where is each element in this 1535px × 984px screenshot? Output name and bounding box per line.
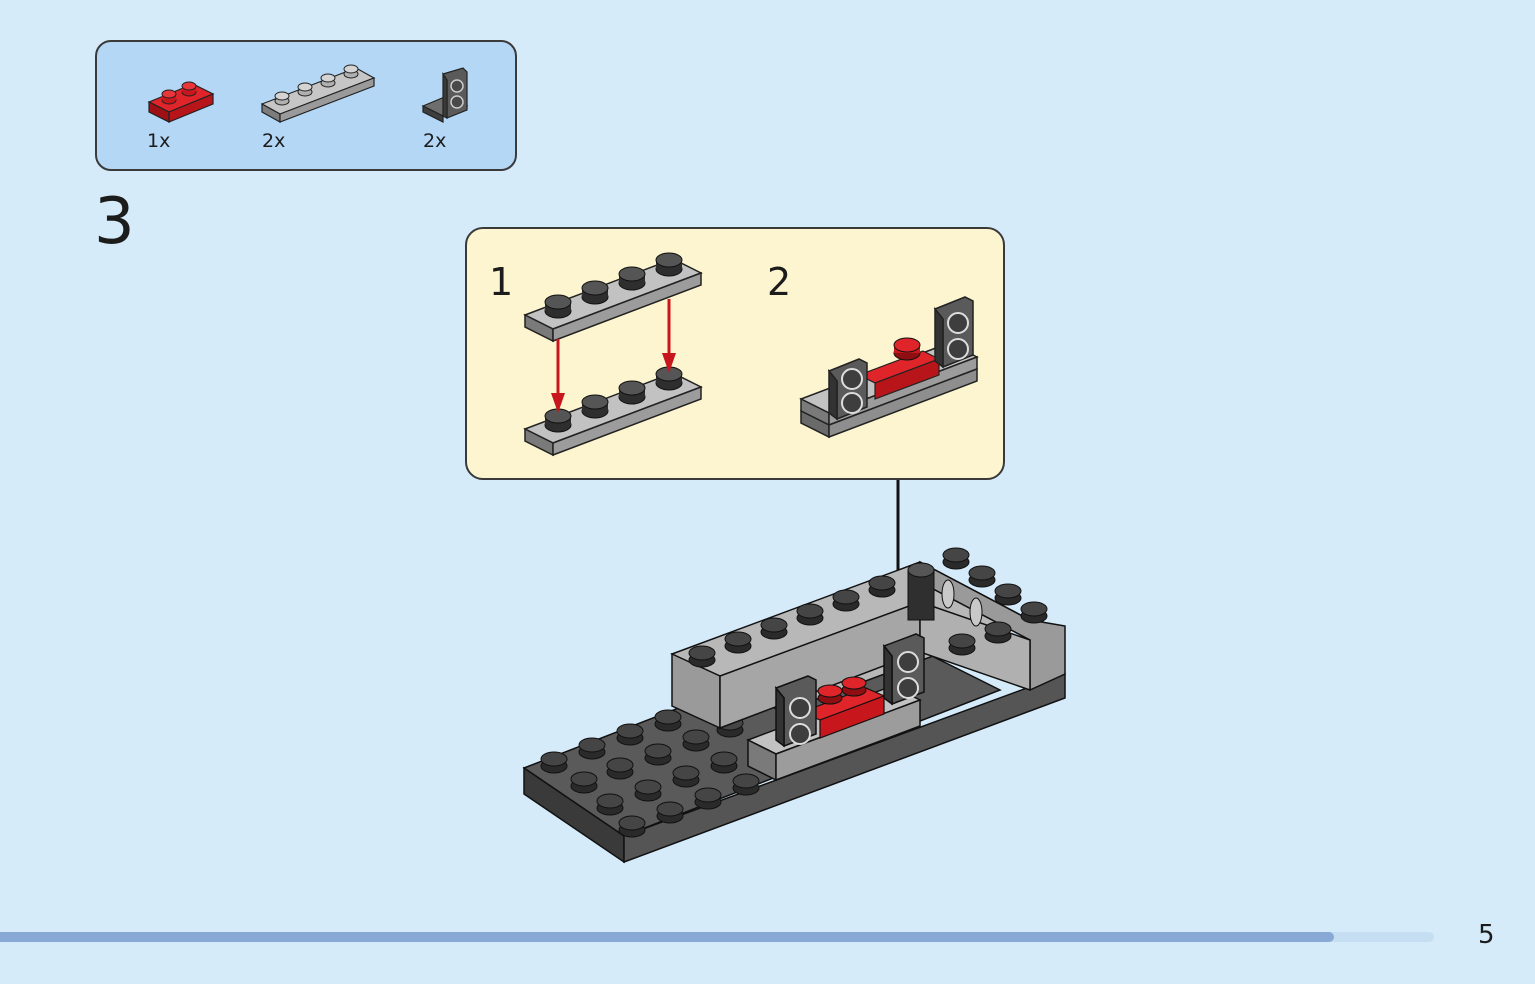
main-model-illustration <box>522 547 1066 864</box>
substep-number: 1 <box>489 260 514 304</box>
substep-2-assembly-illustration <box>799 296 979 439</box>
progress-bar <box>0 932 1434 942</box>
quantity-label: 2x <box>262 130 286 152</box>
gray-plate-1x4-icon <box>260 64 376 124</box>
quantity-label: 1x <box>147 130 171 152</box>
step-number: 3 <box>94 185 135 259</box>
page-number: 5 <box>1478 920 1495 950</box>
dark-bracket-icon <box>421 67 469 123</box>
substep-number: 2 <box>767 260 792 304</box>
parts-list-box: 1x 2x 2x <box>95 40 517 171</box>
quantity-label: 2x <box>423 130 447 152</box>
red-plate-1x2-icon <box>147 81 215 123</box>
subassembly-callout: 1 2 <box>465 227 1005 480</box>
progress-fill <box>0 932 1334 942</box>
substep-1-plates-illustration <box>523 252 703 457</box>
